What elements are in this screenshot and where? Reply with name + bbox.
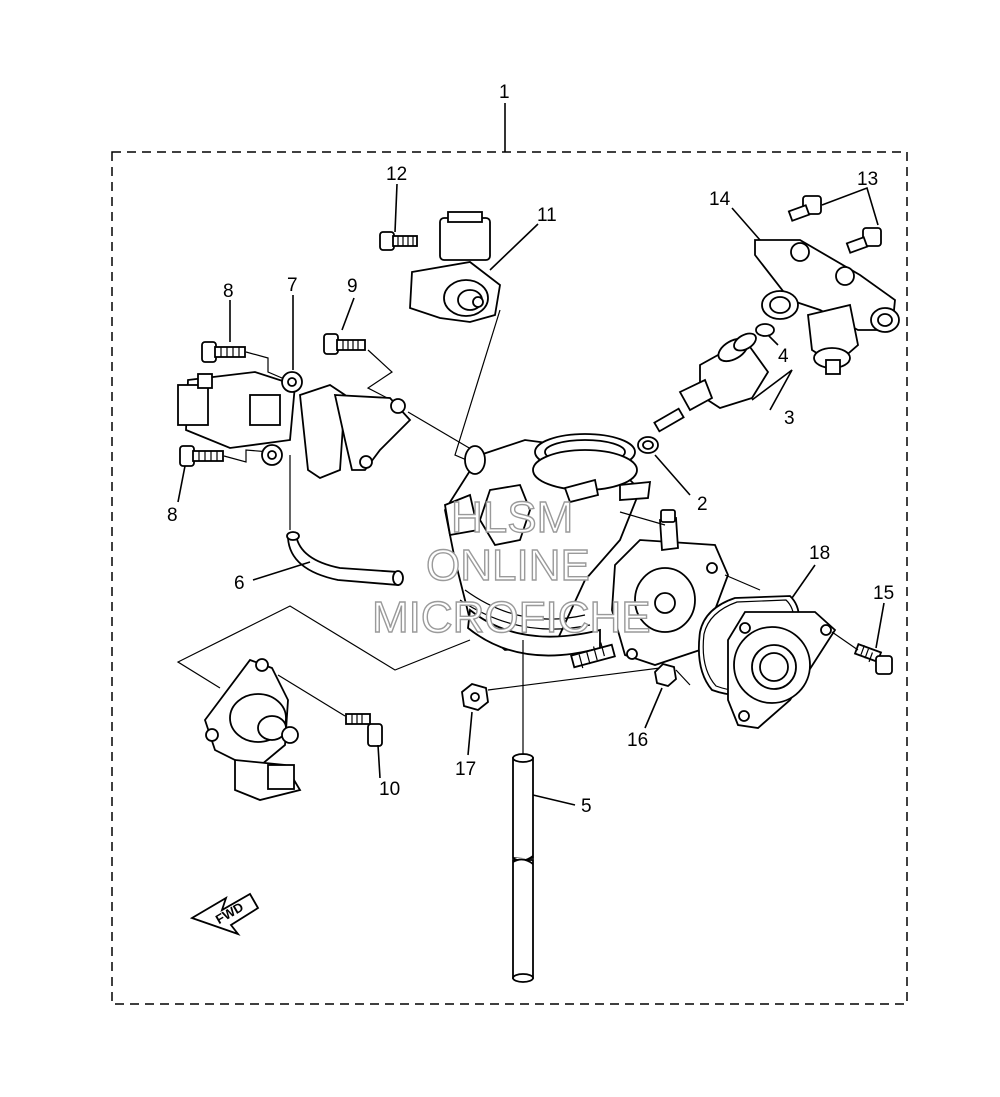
leader-3: [751, 369, 793, 411]
callout-10: 10: [379, 779, 400, 800]
part-16-nut: [654, 662, 677, 687]
callout-8b: 8: [167, 505, 178, 526]
leader-16: [644, 687, 663, 729]
callout-18: 18: [809, 543, 830, 564]
leader-2: [654, 454, 691, 496]
leader-18: [791, 564, 816, 599]
assembly-line-9: [366, 349, 396, 403]
part-17-nut: [461, 683, 489, 711]
callout-8a: 8: [223, 281, 234, 302]
watermark: HLSM ONLINE MICROFICHE: [371, 492, 651, 642]
part-10-sensor: [203, 658, 302, 801]
part-5-pipe: [512, 753, 534, 983]
part-7-sensor: [177, 371, 412, 480]
assembly-line-8a: [245, 351, 283, 379]
leader-5: [532, 794, 576, 806]
assembly-line-10: [277, 674, 346, 717]
watermark-line-2: ONLINE: [426, 541, 590, 590]
leader-11: [489, 223, 539, 271]
callout-9: 9: [347, 276, 358, 297]
callout-11: 11: [537, 205, 557, 226]
callout-5: 5: [581, 796, 592, 817]
part-15-screw: [853, 643, 893, 675]
watermark-line-3: MICROFICHE: [372, 593, 651, 642]
callout-7: 7: [287, 275, 298, 296]
leader-8b: [177, 465, 186, 503]
part-2-o-ring: [637, 436, 659, 454]
end-cover: [727, 611, 837, 729]
callout-3: 3: [784, 408, 795, 429]
part-10-screw: [345, 713, 383, 747]
leader-12: [394, 183, 398, 233]
part-9-screw: [323, 333, 366, 355]
part-6-hose: [286, 531, 404, 586]
leader-6: [252, 561, 311, 581]
part-11-throttle-sensor: [409, 211, 501, 323]
callout-16: 16: [627, 730, 648, 751]
leader-10: [377, 744, 381, 779]
leader-14: [731, 207, 761, 241]
leader-13: [821, 186, 879, 226]
leader-15: [875, 602, 885, 649]
callout-6: 6: [234, 573, 245, 594]
assembly-line-10b: [176, 605, 471, 689]
callout-15: 15: [873, 583, 894, 604]
assembly-line-18: [724, 574, 761, 591]
part-13-screw-a: [787, 195, 822, 222]
part-8-screw-top: [201, 341, 246, 363]
part-8-screw-bottom: [179, 445, 224, 467]
part-13-screw-b: [845, 227, 882, 254]
assembly-line-7: [407, 411, 477, 453]
throttle-body: [443, 433, 652, 657]
part-3-injector: [653, 332, 770, 433]
assembly-line-17: [487, 667, 661, 691]
part-4-o-ring: [755, 323, 775, 337]
leader-17: [467, 711, 473, 756]
stud-bolt: [570, 642, 616, 669]
callout-17: 17: [455, 759, 476, 780]
watermark-line-1: HLSM: [451, 493, 573, 542]
assembly-line-8b: [223, 449, 271, 463]
callouts: 1 2 3 4 5 6 7 8 8 9 10 11 12 13 14 15 16…: [167, 82, 894, 817]
assembly-line-16: [675, 669, 691, 686]
callout-13: 13: [857, 169, 878, 190]
part-14-fuel-rail: [754, 239, 900, 375]
fwd-arrow: FWD: [189, 892, 260, 936]
leader-9: [341, 297, 355, 331]
assembly-line-15: [831, 631, 859, 651]
callout-14: 14: [709, 189, 731, 210]
callout-4: 4: [778, 346, 789, 367]
leader-4: [767, 334, 779, 346]
assembly-line-body-cover: [619, 511, 666, 526]
callout-1: 1: [499, 82, 510, 103]
callout-2: 2: [697, 494, 708, 515]
part-12-screw: [379, 231, 418, 251]
callout-12: 12: [386, 164, 407, 185]
assembly-boundary: [111, 151, 908, 1005]
